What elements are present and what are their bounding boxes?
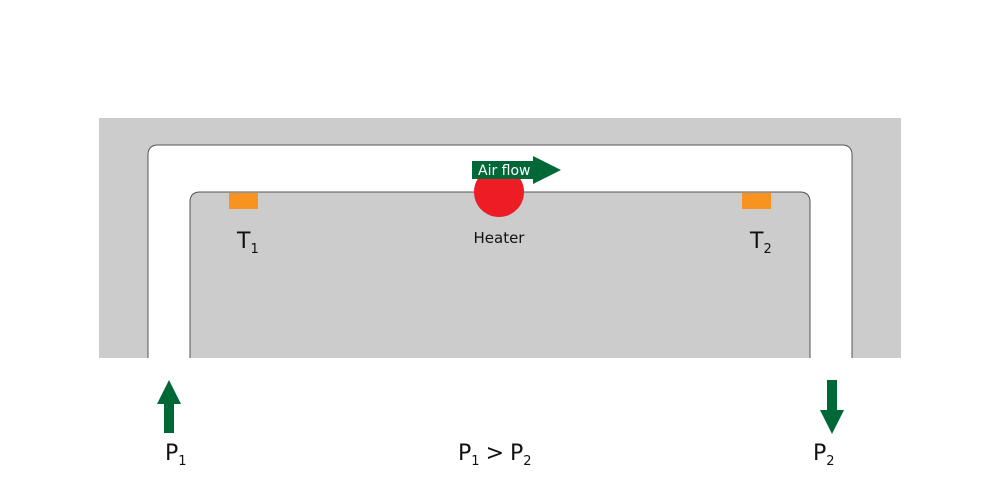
- arrow-down-icon: [820, 380, 844, 434]
- relation-right-main: P: [510, 441, 523, 466]
- ground-area: [0, 358, 1000, 500]
- t2-sub: 2: [763, 242, 771, 257]
- sensor-t1-icon: [229, 193, 258, 209]
- arrow-right-icon: [472, 156, 561, 184]
- p2-sub: 2: [826, 454, 834, 469]
- relation-right-sub: 2: [523, 454, 531, 469]
- relation-left-sub: 1: [471, 454, 479, 469]
- p2-main: P: [813, 441, 826, 466]
- arrow-up-icon: [157, 380, 181, 433]
- sensor-t2-icon: [742, 193, 771, 209]
- inner-block-bottom-cover: [190, 356, 810, 359]
- heater-label: Heater: [474, 229, 526, 247]
- p1-sub: 1: [178, 454, 186, 469]
- air-flow-label: Air flow: [478, 163, 531, 179]
- p1-main: P: [165, 441, 178, 466]
- t1-main: T: [236, 229, 251, 254]
- inner-block: [189, 191, 811, 359]
- t1-sub: 1: [250, 242, 258, 257]
- pressure-relation: P1>P2: [458, 441, 532, 469]
- heater-icon: [474, 192, 524, 217]
- relation-left-main: P: [458, 441, 471, 466]
- p1-label: P1: [165, 441, 187, 469]
- t2-main: T: [749, 229, 764, 254]
- relation-operator: >: [486, 441, 504, 466]
- p2-label: P2: [813, 441, 835, 469]
- t2-label: T2: [749, 229, 772, 257]
- t1-label: T1: [236, 229, 259, 257]
